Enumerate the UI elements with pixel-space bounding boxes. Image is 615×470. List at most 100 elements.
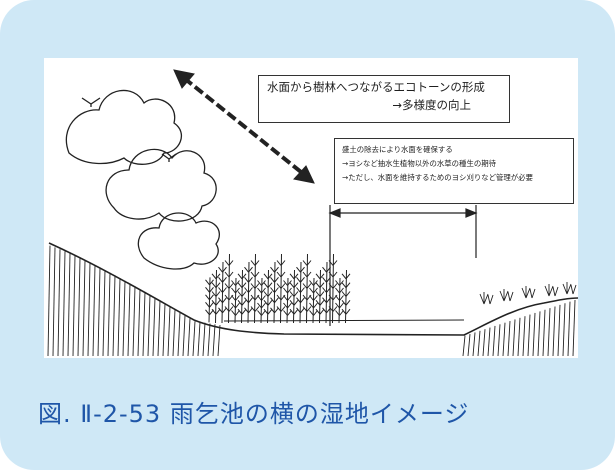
- slope-hatch-stroke: [197, 321, 201, 357]
- slope-hatch-stroke: [62, 251, 66, 357]
- slope-hatch-stroke: [127, 283, 131, 357]
- slope-hatch-stroke: [72, 255, 76, 357]
- reed-stem: [231, 277, 240, 324]
- slope-hatch-stroke: [162, 303, 166, 357]
- slope-hatch-stroke: [117, 278, 121, 357]
- ecotone-note-line-2: →多様度の向上: [392, 97, 471, 112]
- slope-hatch-stroke: [472, 332, 476, 357]
- reed-stem: [244, 261, 253, 324]
- reed-stem: [335, 277, 344, 324]
- slope-hatch-stroke: [47, 245, 51, 357]
- slope-hatch-stroke: [137, 289, 141, 357]
- reed-stem: [218, 261, 227, 324]
- slope-hatch-stroke: [107, 272, 111, 357]
- slope-hatch-stroke: [567, 301, 571, 357]
- slope-hatch-stroke: [492, 325, 496, 357]
- tree-canopy-front: [105, 148, 217, 222]
- ecotone-note: 水面から樹林へつながるエコトーンの形成 →多様度の向上: [258, 75, 510, 123]
- reed-stem: [322, 261, 331, 324]
- slope-hatch-stroke: [517, 317, 521, 357]
- slope-hatch-stroke: [77, 257, 81, 357]
- reed-stem: [276, 253, 286, 324]
- reed-stem: [283, 277, 292, 324]
- ecotone-arrow: [173, 69, 315, 184]
- water-area-span: [328, 205, 478, 326]
- slope-hatch-stroke: [92, 265, 96, 357]
- figure-caption: 図. Ⅱ-2-53 雨乞池の横の湿地イメージ: [38, 400, 470, 428]
- ground-profile-line: [48, 242, 578, 336]
- ecotone-note-line-1: 水面から樹林へつながるエコトーンの形成: [267, 80, 485, 94]
- slope-hatch-stroke: [187, 318, 191, 357]
- slope-hatch-stroke: [97, 267, 101, 357]
- slope-hatch-stroke: [462, 335, 466, 357]
- slope-hatch-stroke: [102, 270, 106, 357]
- wetland-sketch-drawing: [47, 69, 578, 357]
- slope-hatch-stroke: [132, 286, 136, 357]
- reed-stem: [289, 269, 299, 324]
- slope-hatch-stroke: [537, 311, 541, 357]
- slope-hatch-stroke: [547, 308, 551, 357]
- slope-hatch-stroke: [502, 322, 506, 357]
- management-note-line-1: 盛土の除去により水面を確保する: [342, 145, 453, 154]
- slope-hatch-stroke: [122, 280, 126, 357]
- water-surface: [223, 319, 465, 322]
- slope-hatch-stroke: [67, 253, 71, 357]
- slope-hatch-stroke: [167, 306, 171, 357]
- slope-hatch-stroke: [182, 315, 186, 357]
- reed-stem: [328, 253, 338, 324]
- grass-tuft: [499, 289, 514, 302]
- reed-stem: [263, 269, 273, 324]
- reed-stem: [211, 269, 221, 324]
- reed-stem: [309, 277, 318, 324]
- tree-canopy-group: [65, 89, 220, 270]
- slope-hatch-stroke: [487, 327, 491, 357]
- reed-stem: [250, 253, 260, 324]
- reed-stem: [205, 277, 214, 323]
- slope-hatch-stroke: [172, 309, 176, 357]
- slope-hatch-stroke: [522, 316, 526, 357]
- slope-hatch-stroke: [532, 312, 536, 357]
- grass-tuft: [562, 282, 577, 295]
- reed-stem: [257, 277, 266, 324]
- slope-hatch-stroke: [552, 306, 556, 357]
- slope-hatch-stroke: [147, 294, 151, 357]
- slope-hatch-stroke: [217, 325, 221, 357]
- slope-hatch-stroke: [557, 304, 561, 357]
- slope-hatch-stroke: [497, 324, 501, 357]
- slope-hatch-stroke: [52, 247, 56, 357]
- slope-hatching: [47, 245, 576, 357]
- slope-hatch-stroke: [527, 314, 531, 357]
- management-note: 盛土の除去により水面を確保する →ヨシなど抽水生植物以外の水草の種生の期待 →た…: [334, 138, 574, 204]
- slope-hatch-stroke: [82, 260, 86, 357]
- slope-hatch-stroke: [512, 319, 516, 357]
- slope-hatch-stroke: [542, 309, 546, 357]
- reed-stem: [341, 269, 351, 324]
- reed-stem: [302, 253, 312, 324]
- reed-stem: [270, 261, 279, 324]
- slope-hatch-stroke: [87, 262, 91, 357]
- tree-canopy-lower: [137, 212, 220, 270]
- slope-hatch-stroke: [202, 322, 206, 357]
- slope-hatch-stroke: [177, 312, 181, 357]
- slope-hatch-stroke: [482, 329, 486, 357]
- slope-hatch-stroke: [467, 334, 471, 357]
- reed-stem: [224, 253, 234, 324]
- slope-hatch-stroke: [57, 249, 61, 357]
- slope-hatch-stroke: [157, 300, 161, 357]
- grass-tuft: [544, 284, 559, 297]
- bird-icon: [161, 153, 177, 162]
- slope-hatch-stroke: [112, 275, 116, 357]
- slope-hatch-stroke: [562, 303, 566, 357]
- reed-stem: [315, 269, 325, 324]
- tree-canopy-back: [65, 89, 183, 165]
- bird-icon: [81, 97, 101, 107]
- slope-hatch-stroke: [192, 321, 196, 357]
- slope-hatch-stroke: [152, 297, 156, 357]
- slope-hatch-stroke: [507, 321, 511, 357]
- slope-hatch-stroke: [207, 323, 211, 357]
- slope-hatch-stroke: [477, 330, 481, 357]
- wetland-sketch: 水面から樹林へつながるエコトーンの形成 →多様度の向上 盛土の除去により水面を確…: [44, 58, 578, 358]
- management-note-line-3: →ただし、水面を維持するためのヨシ刈りなど管理が必要: [342, 173, 533, 183]
- slope-hatch-stroke: [142, 291, 146, 357]
